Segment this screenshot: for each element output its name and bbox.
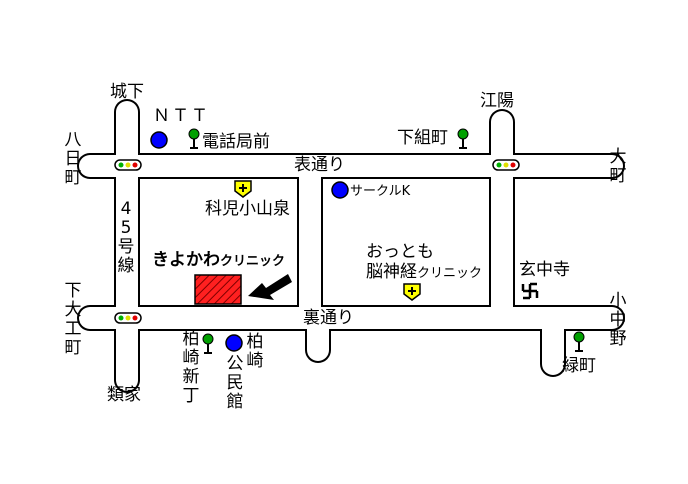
traffic-signal-icon [492, 159, 520, 171]
label-genchuji: 玄中寺 [519, 260, 570, 280]
temple-icon [521, 282, 539, 300]
ntt-circle-icon [150, 131, 168, 149]
clinic-marker-icon [234, 180, 252, 198]
target-building [194, 274, 242, 305]
label-ruike: 類家 [107, 385, 141, 405]
label-midori: 緑町 [562, 356, 596, 376]
clinic-marker-icon [403, 283, 421, 301]
traffic-signal-icon [114, 312, 142, 324]
label-ottomo-1: おっとも [366, 242, 434, 262]
hall-circle-icon [225, 334, 243, 352]
label-ottomo-2: 脳神経クリニック [366, 262, 482, 284]
label-kiyokawa-sub: クリニック [220, 254, 286, 269]
label-road45: 45号線 [117, 199, 135, 276]
label-clinic-peds: 科児小山泉 [205, 199, 290, 219]
label-kashiwazaki-hall-2: 柏崎 [246, 332, 264, 371]
tree-icon [202, 333, 214, 354]
circlek-circle-icon [331, 181, 349, 199]
label-circlek: サークルK [350, 184, 411, 199]
label-omote: 表通り [294, 155, 345, 175]
label-shimogumi: 下組町 [397, 128, 448, 148]
label-ottomo-2-sub: クリニック [417, 266, 483, 281]
tree-icon [188, 128, 200, 149]
label-eyou: 江陽 [480, 91, 514, 111]
label-ottomo-2-main: 脳神経 [366, 262, 417, 282]
label-oomachi: 大町 [609, 147, 627, 186]
label-ntt: ＮＴＴ [153, 106, 210, 126]
label-jouka: 城下 [110, 82, 144, 102]
label-kashiwazaki-shincho: 柏崎新丁 [182, 329, 200, 406]
pointer-arrow-icon [248, 274, 292, 300]
label-shimodaiku: 下大工町 [64, 281, 82, 358]
tree-icon [457, 128, 469, 149]
label-denwa: 電話局前 [202, 132, 270, 152]
label-kashiwazaki-hall-1: 公民館 [226, 354, 244, 412]
label-kiyokawa: きよかわクリニック [152, 250, 285, 272]
road-network [77, 99, 625, 393]
tree-icon [573, 331, 585, 352]
label-konakano: 小中野 [609, 291, 627, 349]
label-youka: 八日町 [64, 130, 82, 188]
traffic-signal-icon [114, 159, 142, 171]
label-ura: 裏通り [303, 308, 354, 328]
label-kiyokawa-main: きよかわ [152, 250, 220, 270]
